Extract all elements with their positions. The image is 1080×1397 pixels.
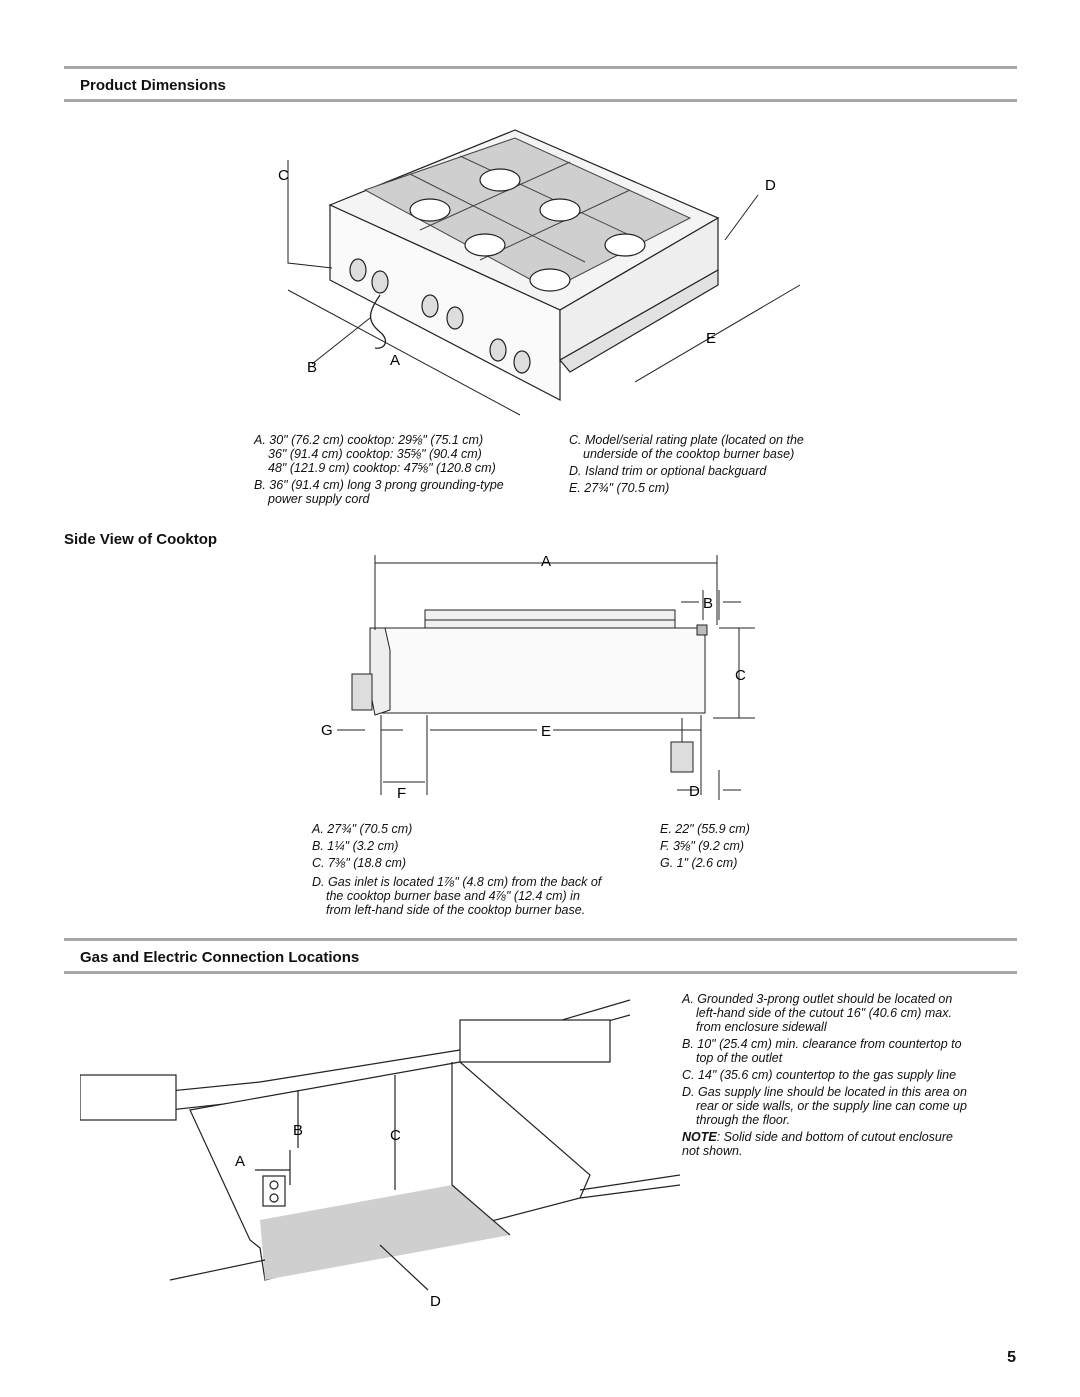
caption-a-line1: A. 30" (76.2 cm) cooktop: 29⅝" (75.1 cm) bbox=[254, 433, 484, 447]
connection-caption: A. Grounded 3-prong outlet should be loc… bbox=[682, 992, 1022, 1158]
conn-caption-c: C. 14" (35.6 cm) countertop to the gas s… bbox=[682, 1068, 957, 1082]
caption-c-line2: underside of the cooktop burner base) bbox=[583, 447, 795, 461]
caption-a-line2: 36" (91.4 cm) cooktop: 35⅝" (90.4 cm) bbox=[268, 447, 482, 461]
side-label-g: G bbox=[321, 722, 333, 739]
caption-b-line1: B. 36" (91.4 cm) long 3 prong grounding-… bbox=[254, 478, 504, 492]
conn-caption-a-line2: left-hand side of the cutout 16" (40.6 c… bbox=[696, 1006, 952, 1020]
section-title-gas-electric: Gas and Electric Connection Locations bbox=[80, 949, 360, 966]
conn-caption-d-line3: through the floor. bbox=[696, 1113, 791, 1127]
side-label-c: C bbox=[735, 667, 746, 684]
conn-note: NOTE: Solid side and bottom of cutout en… bbox=[682, 1130, 1022, 1144]
side-label-b: B bbox=[703, 595, 713, 612]
side-caption-g: G. 1" (2.6 cm) bbox=[660, 856, 738, 870]
side-caption-f: F. 3⅝" (9.2 cm) bbox=[660, 839, 745, 853]
conn-caption-b-line2: top of the outlet bbox=[696, 1051, 783, 1065]
conn-label-a: A bbox=[235, 1153, 245, 1170]
cooktop-perspective-diagram: C D E B A bbox=[278, 129, 801, 416]
side-caption-b: B. 1¼" (3.2 cm) bbox=[312, 839, 399, 853]
conn-caption-b-line1: B. 10" (25.4 cm) min. clearance from cou… bbox=[682, 1037, 962, 1051]
caption-c-line1: C. Model/serial rating plate (located on… bbox=[569, 433, 804, 447]
side-label-d: D bbox=[689, 783, 700, 800]
product-caption-right: C. Model/serial rating plate (located on… bbox=[569, 433, 869, 495]
side-label-e: E bbox=[541, 723, 551, 740]
side-caption-right: E. 22" (55.9 cm) F. 3⅝" (9.2 cm) G. 1" (… bbox=[660, 822, 780, 870]
side-caption-a: A. 27¾" (70.5 cm) bbox=[312, 822, 413, 836]
side-caption-d-line1: D. Gas inlet is located 1⅞" (4.8 cm) fro… bbox=[312, 875, 602, 889]
conn-note-text2: not shown. bbox=[682, 1144, 743, 1158]
conn-note-label: NOTE bbox=[682, 1130, 717, 1144]
side-caption-left: A. 27¾" (70.5 cm) B. 1¼" (3.2 cm) C. 7⅜"… bbox=[312, 822, 642, 917]
side-label-a: A bbox=[541, 553, 551, 570]
side-label-f: F bbox=[397, 785, 406, 800]
conn-label-c: C bbox=[390, 1127, 401, 1144]
conn-label-b: B bbox=[293, 1122, 303, 1139]
cooktop-side-view-diagram: A B C G E F D bbox=[321, 553, 755, 800]
page-number: 5 bbox=[1007, 1349, 1016, 1366]
label-d: D bbox=[765, 177, 776, 194]
side-caption-d-line2: the cooktop burner base and 4⅞" (12.4 cm… bbox=[326, 889, 580, 903]
label-c: C bbox=[278, 167, 289, 184]
conn-caption-a-line1: A. Grounded 3-prong outlet should be loc… bbox=[682, 992, 953, 1006]
label-e: E bbox=[706, 330, 716, 347]
section-rule bbox=[64, 938, 1017, 974]
caption-e: E. 27¾" (70.5 cm) bbox=[569, 481, 670, 495]
section-rule bbox=[64, 66, 1017, 102]
conn-caption-a-line3: from enclosure sidewall bbox=[696, 1020, 827, 1034]
conn-note-text: : Solid side and bottom of cutout enclos… bbox=[716, 1130, 953, 1144]
side-caption-d-line3: from left-hand side of the cooktop burne… bbox=[326, 903, 586, 917]
conn-caption-d-line2: rear or side walls, or the supply line c… bbox=[696, 1099, 967, 1113]
caption-d: D. Island trim or optional backguard bbox=[569, 464, 767, 478]
conn-label-d: D bbox=[430, 1293, 441, 1310]
side-caption-e: E. 22" (55.9 cm) bbox=[660, 822, 750, 836]
caption-b-line2: power supply cord bbox=[268, 492, 370, 506]
connection-locations-diagram: B C A D bbox=[80, 999, 680, 1310]
section-title-product-dimensions: Product Dimensions bbox=[80, 77, 226, 94]
conn-caption-d-line1: D. Gas supply line should be located in … bbox=[682, 1085, 967, 1099]
label-b: B bbox=[307, 359, 317, 376]
label-a: A bbox=[390, 352, 400, 369]
section-title-side-view: Side View of Cooktop bbox=[64, 531, 218, 548]
side-caption-c: C. 7⅜" (18.8 cm) bbox=[312, 856, 407, 870]
caption-a-line3: 48" (121.9 cm) cooktop: 47⅝" (120.8 cm) bbox=[268, 461, 496, 475]
product-caption-left: A. 30" (76.2 cm) cooktop: 29⅝" (75.1 cm)… bbox=[254, 433, 554, 506]
